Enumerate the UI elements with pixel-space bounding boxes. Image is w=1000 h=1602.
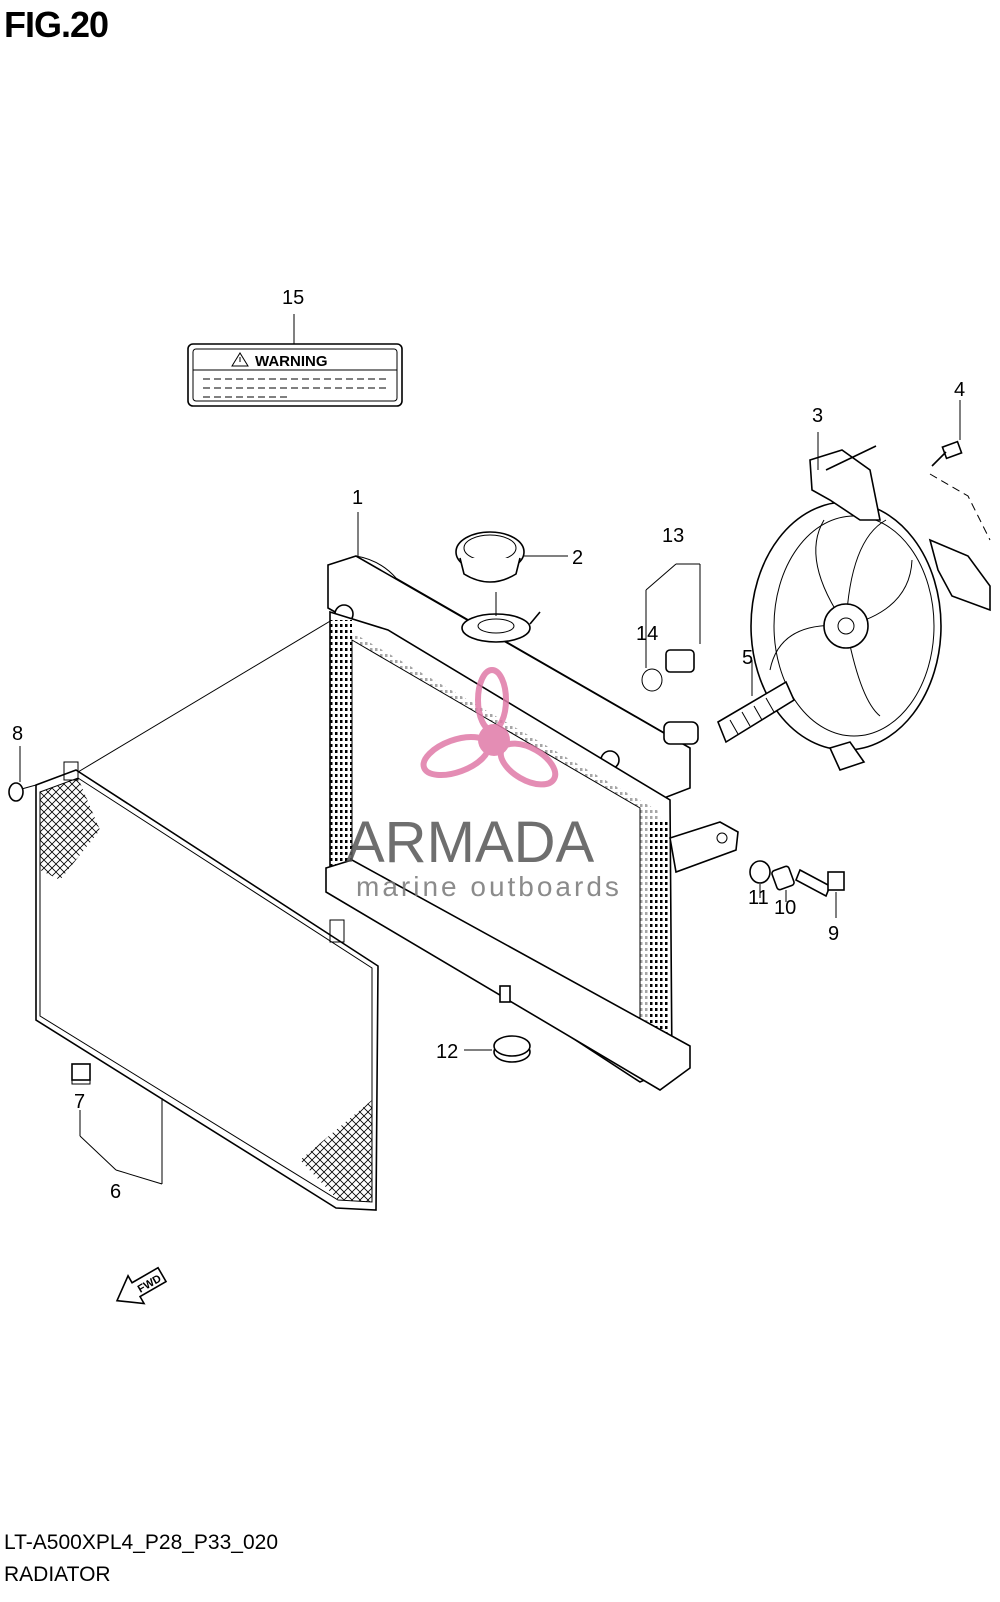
callout-4: 4	[954, 379, 965, 401]
cooling-fan-part	[750, 445, 991, 771]
temperature-switch-part	[641, 563, 701, 692]
warning-label-text: WARNING	[255, 353, 328, 370]
fwd-label: FWD	[136, 1273, 164, 1296]
warning-triangle-icon	[231, 352, 249, 367]
callout-13: 13	[662, 525, 684, 547]
callout-11: 11	[748, 887, 769, 909]
callout-2: 2	[572, 547, 583, 569]
radiator-core-part	[325, 555, 739, 1091]
watermark-brand: ARMADA	[346, 810, 594, 875]
figure-name: RADIATOR	[4, 1563, 111, 1586]
figure-code: LT-A500XPL4_P28_P33_020	[4, 1531, 279, 1554]
forward-direction-arrow: FWD	[115, 1266, 168, 1305]
callout-8: 8	[12, 723, 23, 745]
assembly-guide-lines	[17, 613, 343, 791]
fan-bolt-part	[929, 400, 991, 541]
lower-grommet-part	[464, 1035, 531, 1063]
figure-title: FIG.20	[4, 4, 109, 45]
callout-15: 15	[282, 287, 304, 309]
propeller-logo-icon	[420, 667, 559, 788]
watermark-tagline: marine outboards	[356, 871, 622, 902]
hose-fitting-part	[717, 660, 796, 744]
callout-7: 7	[74, 1091, 85, 1113]
mount-hardware-parts	[749, 860, 845, 918]
callout-5: 5	[742, 647, 753, 669]
radiator-guard-part	[35, 761, 379, 1211]
callout-9: 9	[828, 923, 839, 945]
callout-3: 3	[812, 405, 823, 427]
guard-clip-part	[71, 1063, 91, 1081]
warning-label-part: WARNING	[187, 343, 403, 407]
radiator-cap-part	[455, 531, 568, 616]
callout-leaders	[79, 314, 819, 1185]
callout-12: 12	[436, 1041, 458, 1063]
guard-screw-part	[8, 746, 24, 802]
callout-10: 10	[774, 897, 796, 919]
callout-6: 6	[110, 1181, 121, 1203]
callout-1: 1	[352, 487, 363, 509]
armada-watermark: ARMADA marine outboards	[346, 667, 622, 902]
callout-14: 14	[636, 623, 658, 645]
